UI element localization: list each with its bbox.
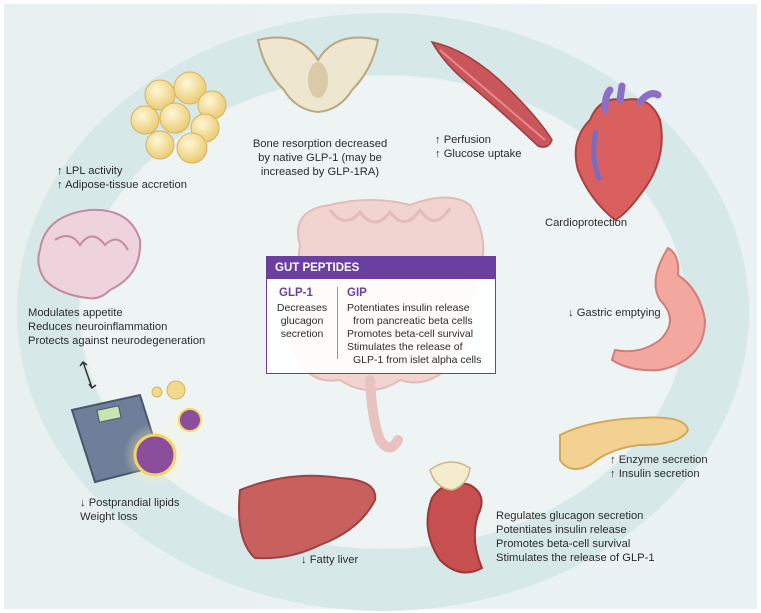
scale-label: ↓ Postprandial lipids Weight loss bbox=[80, 497, 180, 523]
liver-icon bbox=[238, 474, 377, 560]
adipose-label: ↑ LPL activity ↑ Adipose-tissue accretio… bbox=[57, 165, 187, 191]
pancreas-label: ↑ Enzyme secretion ↑ Insulin secretion bbox=[610, 454, 708, 480]
pancreas-icon bbox=[559, 416, 690, 470]
pelvis-bone-icon bbox=[256, 36, 380, 114]
kidney-label: Regulates glucagon secretion Potentiates… bbox=[496, 510, 655, 564]
cycle-ring bbox=[17, 13, 749, 611]
gip-heading: GIP bbox=[347, 287, 367, 299]
kidney-icon bbox=[426, 461, 484, 574]
glp1-heading: GLP-1 bbox=[279, 287, 313, 299]
brain-scale-arrow bbox=[82, 361, 93, 389]
brain-label: Modulates appetite Reduces neuroinflamma… bbox=[28, 307, 206, 347]
weighing-scale-icon bbox=[70, 380, 206, 487]
heart-label: Cardioprotection bbox=[545, 217, 628, 229]
muscle-label: ↑ Perfusion ↑ Glucose uptake bbox=[435, 134, 522, 160]
panel-title: GUT PEPTIDES bbox=[267, 257, 495, 279]
gut-peptides-panel: GUT PEPTIDES GLP-1 GIP Decreases glucago… bbox=[266, 256, 496, 374]
bone-label: Bone resorption decreased by native GLP-… bbox=[252, 138, 388, 178]
liver-label: ↓ Fatty liver bbox=[301, 554, 359, 566]
panel-divider bbox=[337, 287, 338, 359]
stomach-icon bbox=[610, 246, 707, 372]
glp1-description: Decreases glucagon secretion bbox=[276, 302, 328, 340]
stomach-label: ↓ Gastric emptying bbox=[568, 307, 661, 319]
brain-icon bbox=[37, 208, 142, 300]
muscle-icon bbox=[430, 40, 553, 148]
gip-description: Potentiates insulin release from pancrea… bbox=[347, 302, 482, 366]
adipose-tissue-icon bbox=[130, 71, 227, 164]
heart-icon bbox=[574, 82, 663, 222]
